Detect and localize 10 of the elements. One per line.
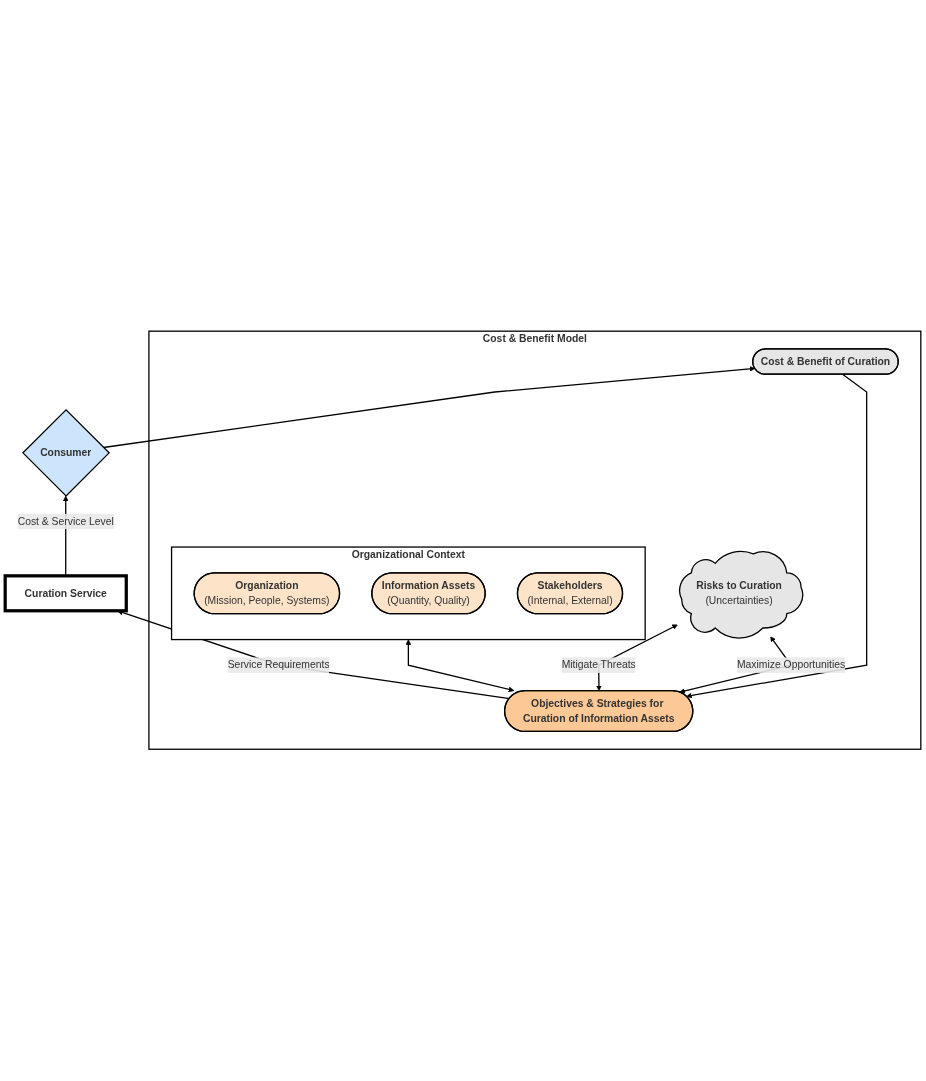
edge-label: Service Requirements — [227, 659, 330, 671]
edge-label: Cost & Service Level — [17, 515, 114, 527]
arrow — [102, 366, 756, 449]
node-diamond: Consumer — [22, 409, 111, 498]
arrow — [405, 639, 515, 693]
node-box: Curation Service — [3, 574, 128, 613]
arrow — [117, 610, 511, 700]
edge-label: Maximize Opportunities — [736, 659, 846, 671]
edge-label: Mitigate Threats — [561, 659, 636, 671]
arrow — [686, 374, 868, 699]
